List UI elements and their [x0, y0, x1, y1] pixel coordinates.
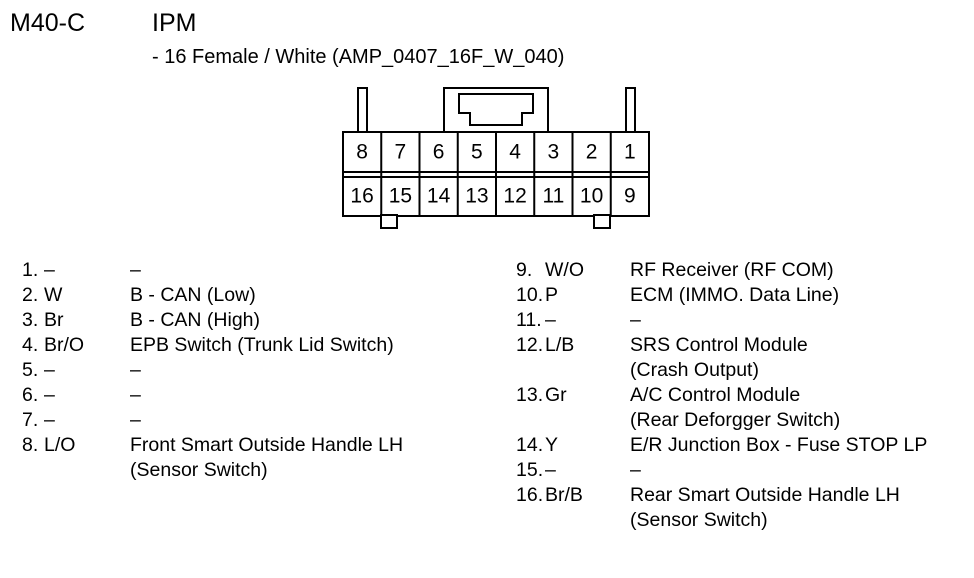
pin-wire-color: Gr: [545, 384, 567, 406]
connector-tab-top-right: [625, 87, 636, 134]
pin-description: Rear Smart Outside Handle LH: [630, 484, 900, 506]
pin-list-left: 1. – – 2. W B - CAN (Low) 3. Br B - CAN …: [22, 258, 502, 483]
pin-description: ECM (IMMO. Data Line): [630, 284, 840, 306]
pin-row: 15. – –: [516, 458, 974, 483]
connector-latch-notch: [458, 93, 534, 126]
connector-name: IPM: [152, 9, 197, 37]
pin-row: 1. – –: [22, 258, 502, 283]
pin-wire-color: –: [44, 409, 55, 431]
connector-spec-line: - 16 Female / White (AMP_0407_16F_W_040): [152, 46, 565, 68]
pin-row: 12. L/B SRS Control Module: [516, 333, 974, 358]
pin-number: 1.: [22, 259, 39, 281]
pin-description: –: [130, 409, 141, 431]
pin-description: –: [130, 384, 141, 406]
pin-row: 9. W/O RF Receiver (RF COM): [516, 258, 974, 283]
pin-description: E/R Junction Box - Fuse STOP LP: [630, 434, 928, 456]
connector-code: M40-C: [10, 9, 86, 37]
connector-tab-bottom-left: [380, 214, 398, 229]
pin-description-continued: (Sensor Switch): [630, 509, 768, 531]
pin-wire-color: W: [44, 284, 63, 306]
pin-description-continued: (Crash Output): [630, 359, 759, 381]
connector-pin-13: 13: [465, 185, 488, 208]
connector-pin-3: 3: [548, 141, 560, 164]
connector-pin-8: 8: [356, 141, 368, 164]
pin-number: 8.: [22, 434, 39, 456]
pin-number: 16.: [516, 484, 544, 506]
pin-number: 12.: [516, 334, 544, 356]
connector-pin-16: 16: [350, 185, 373, 208]
pin-wire-color: L/B: [545, 334, 575, 356]
pin-row-continuation: (Rear Deforgger Switch): [516, 408, 974, 433]
pin-number: 15.: [516, 459, 544, 481]
pin-wire-color: Br/O: [44, 334, 85, 356]
connector-pin-10: 10: [580, 185, 603, 208]
pin-description: SRS Control Module: [630, 334, 808, 356]
pin-wire-color: Br: [44, 309, 64, 331]
pin-wire-color: Y: [545, 434, 559, 456]
connector-pin-12: 12: [503, 185, 526, 208]
pin-wire-color: –: [545, 309, 556, 331]
pin-wire-color: P: [545, 284, 559, 306]
pin-row-continuation: (Sensor Switch): [22, 458, 502, 483]
pin-row: 3. Br B - CAN (High): [22, 308, 502, 333]
pin-number: 5.: [22, 359, 39, 381]
pin-row: 13. Gr A/C Control Module: [516, 383, 974, 408]
pin-wire-color: L/O: [44, 434, 76, 456]
connector-pin-1: 1: [624, 141, 636, 164]
pin-description: –: [130, 259, 141, 281]
pin-row: 14. Y E/R Junction Box - Fuse STOP LP: [516, 433, 974, 458]
pin-number: 4.: [22, 334, 39, 356]
pin-row: 8. L/O Front Smart Outside Handle LH: [22, 433, 502, 458]
pin-wire-color: –: [545, 459, 556, 481]
pin-description: A/C Control Module: [630, 384, 801, 406]
pin-description: Front Smart Outside Handle LH: [130, 434, 404, 456]
pin-description: –: [630, 459, 641, 481]
pin-row-continuation: (Crash Output): [516, 358, 974, 383]
pin-number: 7.: [22, 409, 39, 431]
pin-description: –: [630, 309, 641, 331]
pin-number: 11.: [516, 309, 542, 331]
connector-diagram: 8 7 6 5 4 3 2 1 16 15 14 13 12 11 10 9: [340, 86, 652, 236]
pin-wire-color: –: [44, 359, 55, 381]
pin-number: 9.: [516, 259, 533, 281]
connector-pin-7: 7: [395, 141, 407, 164]
pin-list-right: 9. W/O RF Receiver (RF COM) 10. P ECM (I…: [516, 258, 974, 533]
pin-row: 16. Br/B Rear Smart Outside Handle LH: [516, 483, 974, 508]
pin-number: 6.: [22, 384, 39, 406]
connector-pin-14: 14: [427, 185, 451, 208]
pin-row: 6. – –: [22, 383, 502, 408]
connector-pin-6: 6: [433, 141, 445, 164]
pin-description: B - CAN (Low): [130, 284, 256, 306]
pin-number: 14.: [516, 434, 544, 456]
connector-pin-9: 9: [624, 185, 636, 208]
pin-description-continued: (Rear Deforgger Switch): [630, 409, 841, 431]
pin-row: 11. – –: [516, 308, 974, 333]
pin-row: 4. Br/O EPB Switch (Trunk Lid Switch): [22, 333, 502, 358]
pin-row: 10. P ECM (IMMO. Data Line): [516, 283, 974, 308]
pin-description: EPB Switch (Trunk Lid Switch): [130, 334, 394, 356]
pin-row: 5. – –: [22, 358, 502, 383]
connector-pin-11: 11: [542, 185, 564, 208]
pin-row: 2. W B - CAN (Low): [22, 283, 502, 308]
pin-number: 3.: [22, 309, 39, 331]
pin-wire-color: Br/B: [545, 484, 583, 506]
pin-description: B - CAN (High): [130, 309, 261, 331]
connector-pin-2: 2: [586, 141, 598, 164]
pin-wire-color: –: [44, 384, 55, 406]
pin-description: –: [130, 359, 141, 381]
connector-pin-4: 4: [509, 141, 521, 164]
connector-pin-5: 5: [471, 141, 483, 164]
pin-number: 13.: [516, 384, 544, 406]
connector-tab-bottom-right: [593, 214, 611, 229]
pin-description: RF Receiver (RF COM): [630, 259, 834, 281]
pin-wire-color: W/O: [545, 259, 584, 281]
connector-tab-top-left: [357, 87, 368, 134]
pin-description-continued: (Sensor Switch): [130, 459, 268, 481]
connector-pin-15: 15: [389, 185, 412, 208]
pin-row-continuation: (Sensor Switch): [516, 508, 974, 533]
pin-number: 10.: [516, 284, 544, 306]
pin-number: 2.: [22, 284, 39, 306]
pin-wire-color: –: [44, 259, 55, 281]
pin-row: 7. – –: [22, 408, 502, 433]
